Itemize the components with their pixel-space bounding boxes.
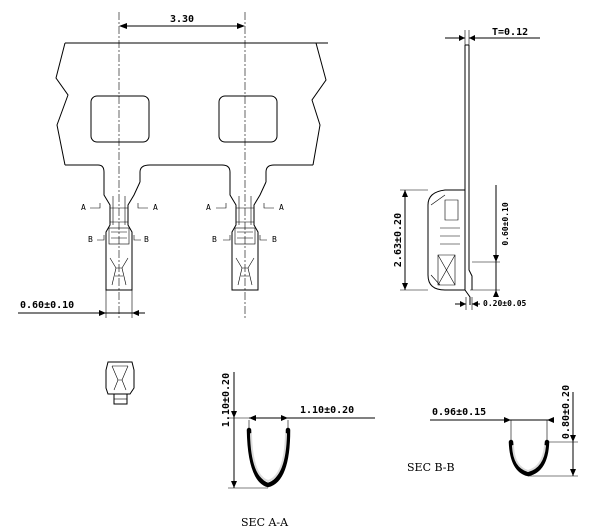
section-aa-caption: SEC A-A: [241, 516, 289, 529]
sec-aa-width-label: 1.10±0.20: [300, 405, 354, 416]
side-offset-label: 0.60±0.10: [501, 202, 510, 246]
side-offset-dimension: 0.60±0.10: [470, 185, 510, 297]
side-height-dimension: 2.63±0.20: [393, 189, 428, 291]
sec-bb-width-label: 0.96±0.15: [432, 407, 486, 418]
pilot-hole-right: [218, 95, 278, 143]
sec-bb-height-label: 0.80±0.20: [561, 385, 572, 439]
terminal-left: [103, 181, 141, 291]
section-mark-a-left-2: A: [153, 203, 158, 212]
thickness-label: T=0.12: [492, 27, 528, 38]
section-mark-b-right-2: B: [272, 235, 277, 244]
carrier-strip: [55, 42, 328, 182]
thickness-dimension: T=0.12: [445, 27, 540, 45]
section-mark-b-left-1: B: [88, 235, 93, 244]
sec-aa-height-label: 1.10±0.20: [221, 373, 232, 427]
section-mark-b-left-2: B: [144, 235, 149, 244]
tail-width-label: 0.60±0.10: [20, 300, 74, 311]
section-bb-caption: SEC B-B: [407, 461, 455, 474]
tail-width-dimension: 0.60±0.10: [18, 290, 145, 318]
section-marks-left: A A B B: [81, 203, 158, 244]
section-mark-a-right-2: A: [279, 203, 284, 212]
terminal-small-view: [105, 361, 135, 405]
terminal-right: [229, 181, 267, 291]
side-height-label: 2.63±0.20: [393, 213, 404, 267]
pitch-dimension: 3.30: [119, 14, 245, 29]
side-view: [427, 44, 473, 305]
section-bb: 0.96±0.15 0.80±0.20 SEC B-B: [407, 385, 578, 477]
side-foot-label: 0.20±0.05: [483, 299, 527, 308]
section-mark-a-right-1: A: [206, 203, 211, 212]
section-aa: 1.10±0.20 1.10±0.20 SEC A-A: [221, 372, 375, 529]
section-mark-b-right-1: B: [212, 235, 217, 244]
pitch-label: 3.30: [170, 14, 194, 25]
side-foot-dimension: 0.20±0.05: [455, 297, 527, 310]
section-mark-a-left-1: A: [81, 203, 86, 212]
section-marks-right: A A B B: [206, 203, 284, 244]
pilot-hole-left: [90, 95, 150, 143]
